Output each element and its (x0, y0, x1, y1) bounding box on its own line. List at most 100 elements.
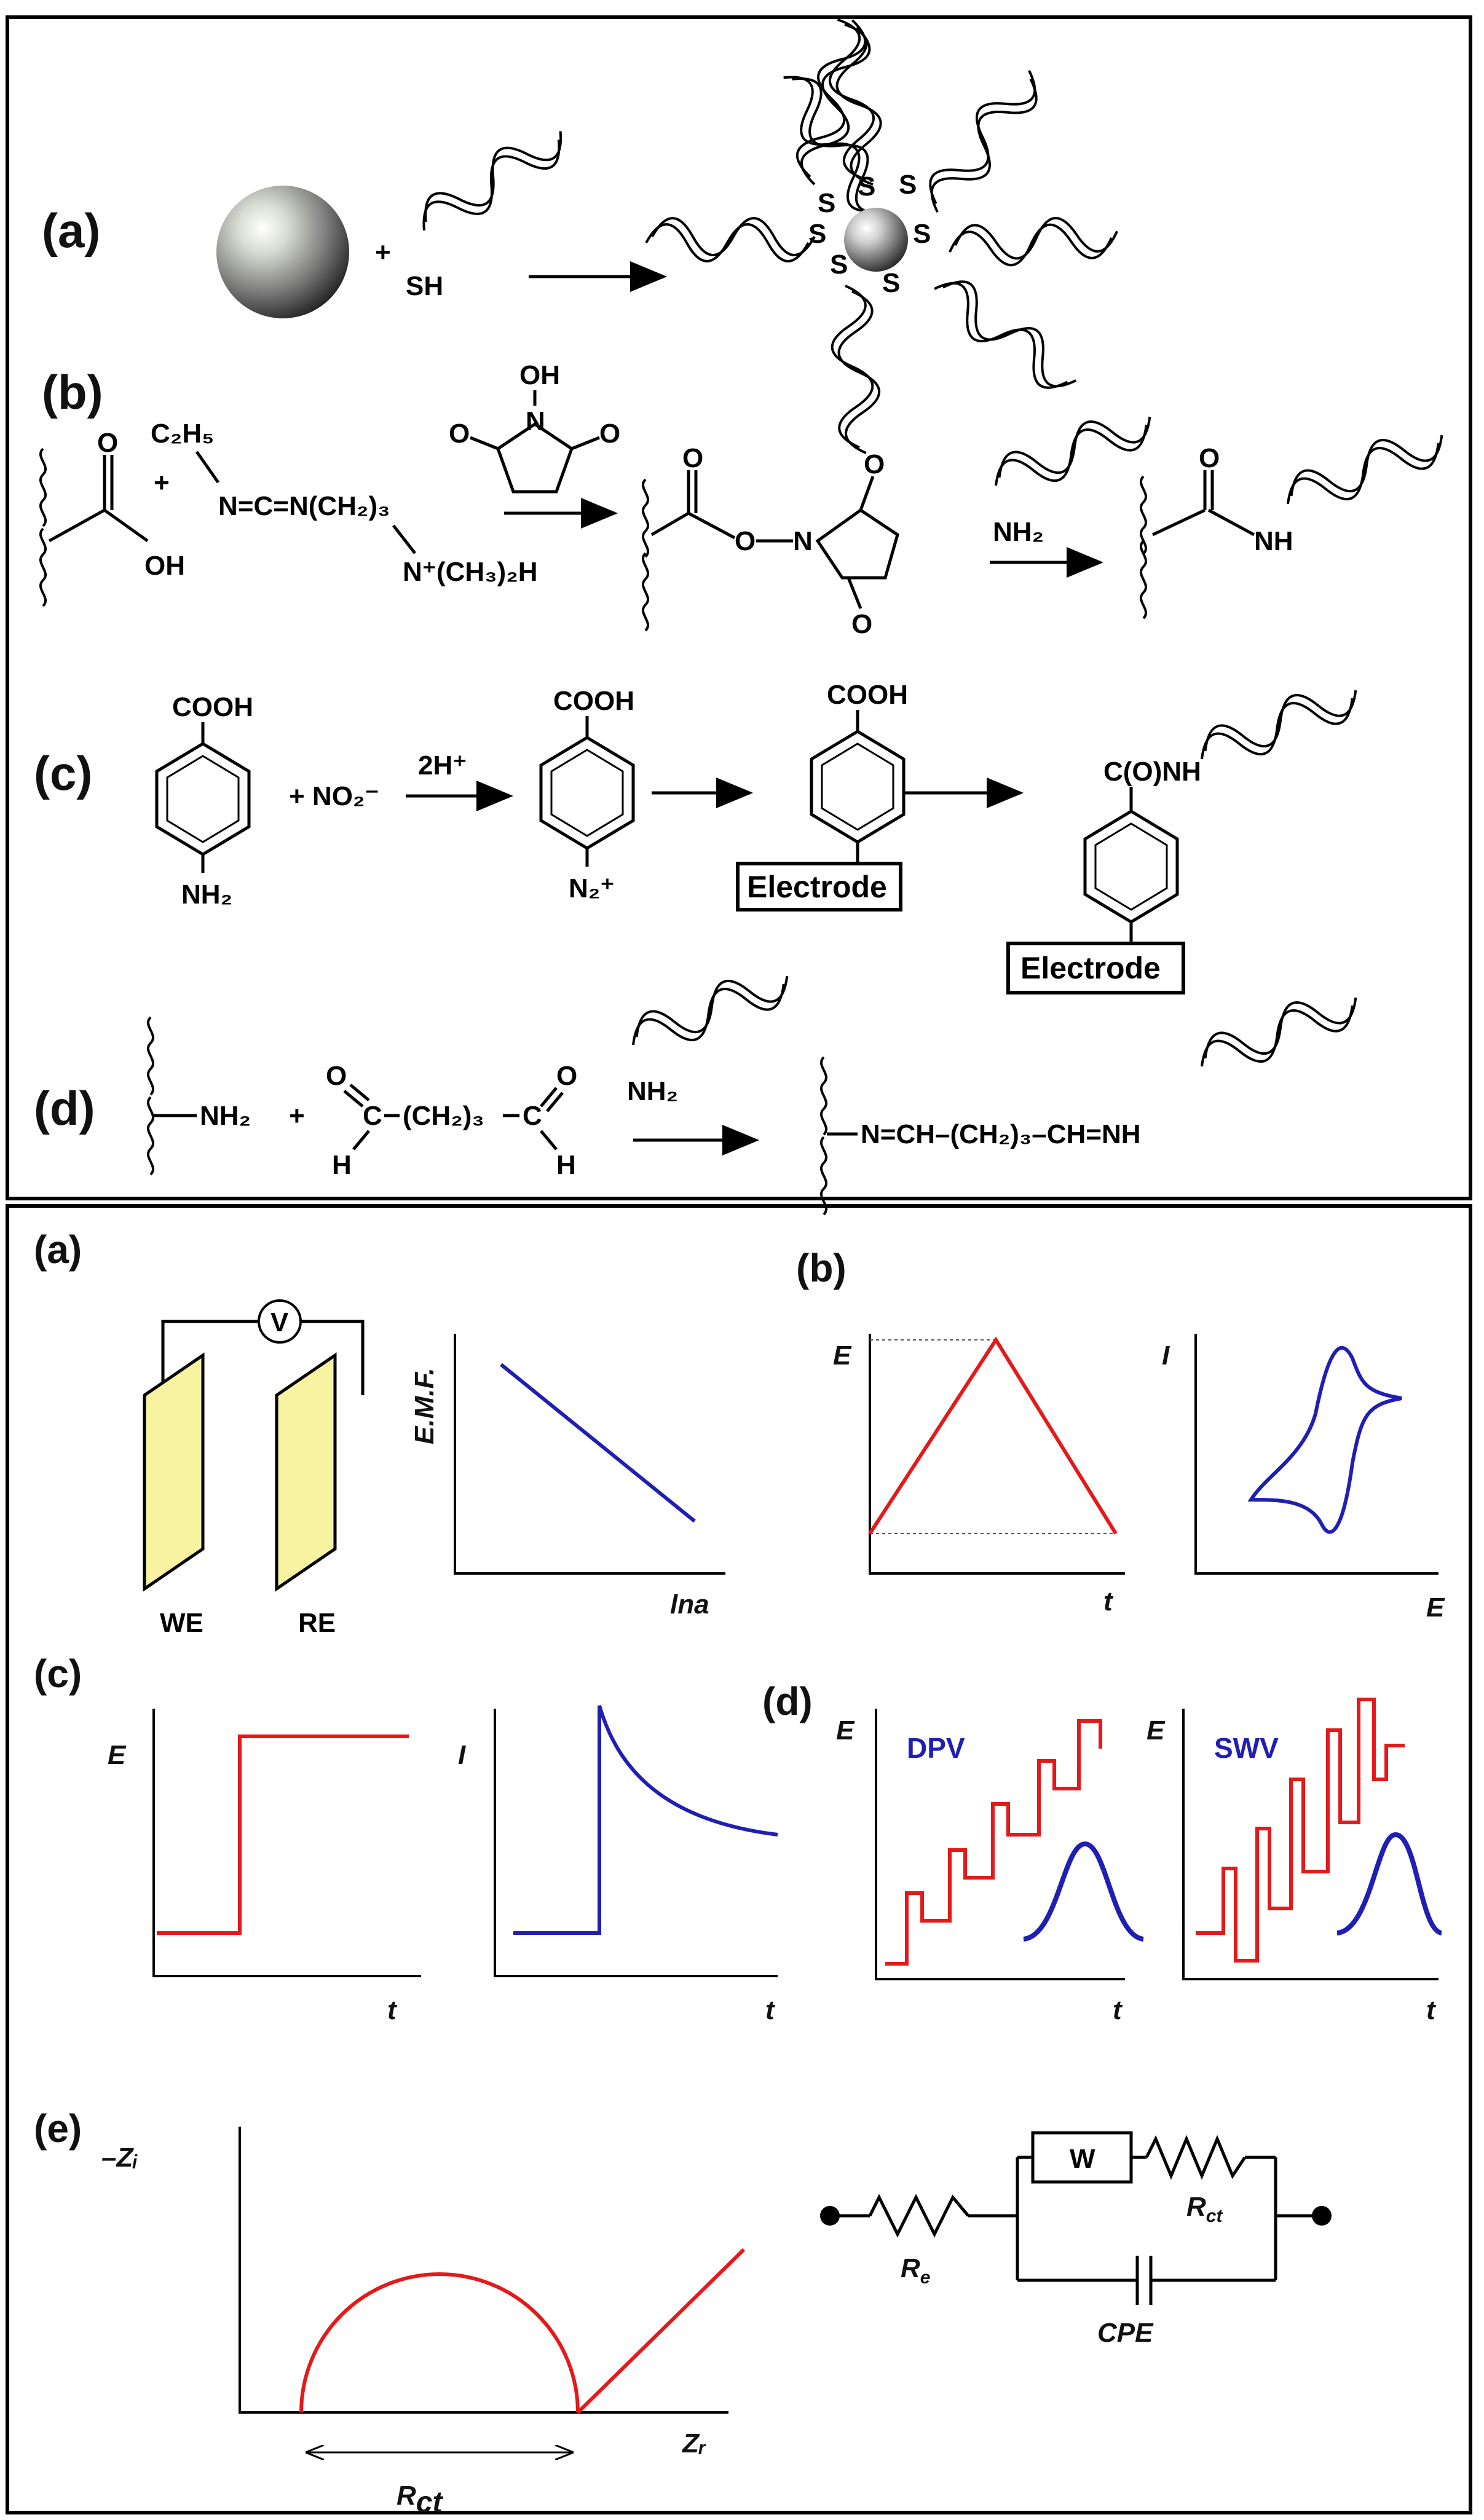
glutaraldehyde: O C H (CH₂)₃ C O H (326, 1061, 577, 1180)
svg-text:COOH: COOH (553, 686, 634, 716)
functionalized-nanoparticle: S S S S S S S (645, 14, 1121, 457)
svg-text:Electrode: Electrode (747, 870, 887, 904)
dpv-waveform (885, 1719, 1102, 1966)
label-top-b: (b) (42, 365, 103, 419)
svg-text:OH: OH (144, 551, 185, 581)
label-bottom-c: (c) (34, 1652, 82, 1696)
svg-text:OH: OH (519, 360, 560, 390)
svg-text:C₂H₅: C₂H₅ (151, 419, 214, 449)
svg-text:O: O (735, 526, 756, 556)
semicircle (299, 2272, 580, 2413)
triangle-wave (868, 1336, 1118, 1535)
svg-text:N=CH–(CH₂)₃–CH=NH: N=CH–(CH₂)₃–CH=NH (861, 1119, 1141, 1149)
svg-text:I: I (1162, 1341, 1170, 1371)
svg-text:t: t (1103, 1586, 1114, 1616)
electrode-box-2 (1006, 942, 1185, 994)
svg-text:S: S (882, 268, 900, 298)
svg-text:COOH: COOH (827, 680, 908, 710)
grafted-electrode-1: COOH Electrode (736, 680, 908, 912)
svg-text:E: E (1426, 1593, 1445, 1623)
swv-plot: E SWV t (1147, 1698, 1443, 2025)
svg-text:C: C (363, 1101, 382, 1131)
svg-text:t: t (1426, 1995, 1437, 2025)
svg-text:O: O (864, 449, 885, 479)
svg-text:N₂⁺: N₂⁺ (569, 873, 615, 904)
emf-plot: E.M.F. lna (409, 1334, 725, 1620)
swv-peak (1336, 1832, 1443, 1935)
cv-potential-plot: E t (833, 1334, 1125, 1616)
emf-line (500, 1363, 696, 1523)
voltammogram (1247, 1345, 1402, 1534)
svg-text:O: O (449, 419, 470, 449)
chrono-potential-plot: E t (108, 1709, 421, 2025)
aminobenzoic-acid: COOH NH₂ (155, 692, 253, 910)
svg-text:S: S (913, 219, 931, 249)
working-electrode (143, 1352, 205, 1592)
plus-sign-d: + (289, 1101, 305, 1131)
svg-text:H: H (556, 1150, 576, 1180)
amine-label-b: NH₂ (993, 517, 1044, 547)
svg-text:–Zᵢ: –Zᵢ (101, 2143, 138, 2173)
label-top-a: (a) (42, 203, 100, 258)
amine-dna-b (985, 398, 1161, 504)
label-bottom-e: (e) (34, 2106, 82, 2151)
edc-reagent: C₂H₅ N=C=N(CH₂)₃ N⁺(CH₃)₂H (151, 419, 538, 587)
svg-text:N=C=N(CH₂)₃: N=C=N(CH₂)₃ (218, 491, 390, 521)
nitrite-label: + NO₂⁻ (289, 781, 379, 811)
amine-dna-d (623, 958, 798, 1063)
svg-text:t: t (765, 1995, 776, 2025)
nyquist-plot: –Zᵢ Zᵣ Rct (101, 2127, 746, 2519)
svg-text:Zᵣ: Zᵣ (681, 2428, 706, 2459)
label-bottom-a: (a) (34, 1227, 82, 1272)
electrode-box-1 (736, 862, 902, 912)
svg-text:O: O (682, 443, 703, 473)
gold-nanoparticle (216, 186, 349, 318)
voltmeter (258, 1299, 302, 1344)
chrono-current-plot: I t (458, 1705, 778, 2025)
svg-text:Electrode: Electrode (1020, 951, 1161, 985)
svg-text:W: W (1070, 2144, 1095, 2174)
label-bottom-d: (d) (762, 1679, 813, 1723)
nhs-reagent: OH N O O (449, 360, 620, 494)
nhs-ester-intermediate: O O N O O (641, 443, 899, 639)
svg-text:COOH: COOH (172, 692, 253, 722)
svg-text:N⁺(CH₃)₂H: N⁺(CH₃)₂H (403, 557, 538, 587)
svg-text:V: V (270, 1307, 289, 1337)
potentiometric-cell: V WE RE (143, 1299, 365, 1638)
potential-step (157, 1734, 409, 1935)
svg-text:H: H (332, 1150, 352, 1180)
svg-text:O: O (1199, 443, 1220, 473)
bottom-panel-frame (6, 1204, 1472, 2514)
svg-text:Re: Re (901, 2253, 930, 2288)
svg-text:NH₂: NH₂ (200, 1101, 251, 1131)
dpv-plot: E DPV t (836, 1709, 1144, 2025)
thiol-label: SH (406, 271, 443, 301)
carboxyl-surface: O OH (39, 428, 185, 607)
svg-text:E: E (833, 1341, 852, 1371)
amide-product: O NH (1139, 417, 1453, 620)
thiol-dna-strand (409, 114, 575, 247)
acid-label: 2H⁺ (418, 750, 467, 781)
svg-text:N: N (526, 406, 545, 436)
svg-text:Rct: Rct (1186, 2192, 1223, 2226)
dpv-peak (1023, 1841, 1144, 1942)
svg-text:C(O)NH: C(O)NH (1103, 757, 1201, 787)
svg-text:S: S (818, 188, 835, 218)
svg-text:NH: NH (1254, 526, 1293, 556)
plus-sign-a: + (375, 237, 391, 267)
label-top-c: (c) (34, 746, 92, 800)
svg-text:E: E (1147, 1715, 1166, 1746)
svg-text:SWV: SWV (1214, 1732, 1279, 1764)
warburg-line (576, 2248, 746, 2414)
current-decay (513, 1705, 778, 1935)
label-bottom-b: (b) (796, 1246, 847, 1290)
svg-text:DPV: DPV (907, 1732, 965, 1764)
label-top-d: (d) (34, 1081, 95, 1135)
svg-text:Rct: Rct (397, 2481, 443, 2519)
svg-text:O: O (599, 419, 620, 449)
svg-text:S: S (899, 170, 917, 200)
imine-product: N=CH–(CH₂)₃–CH=NH (819, 979, 1367, 1216)
cv-current-plot: I E (1162, 1334, 1445, 1623)
svg-text:S: S (808, 219, 826, 249)
svg-text:S: S (858, 171, 875, 202)
